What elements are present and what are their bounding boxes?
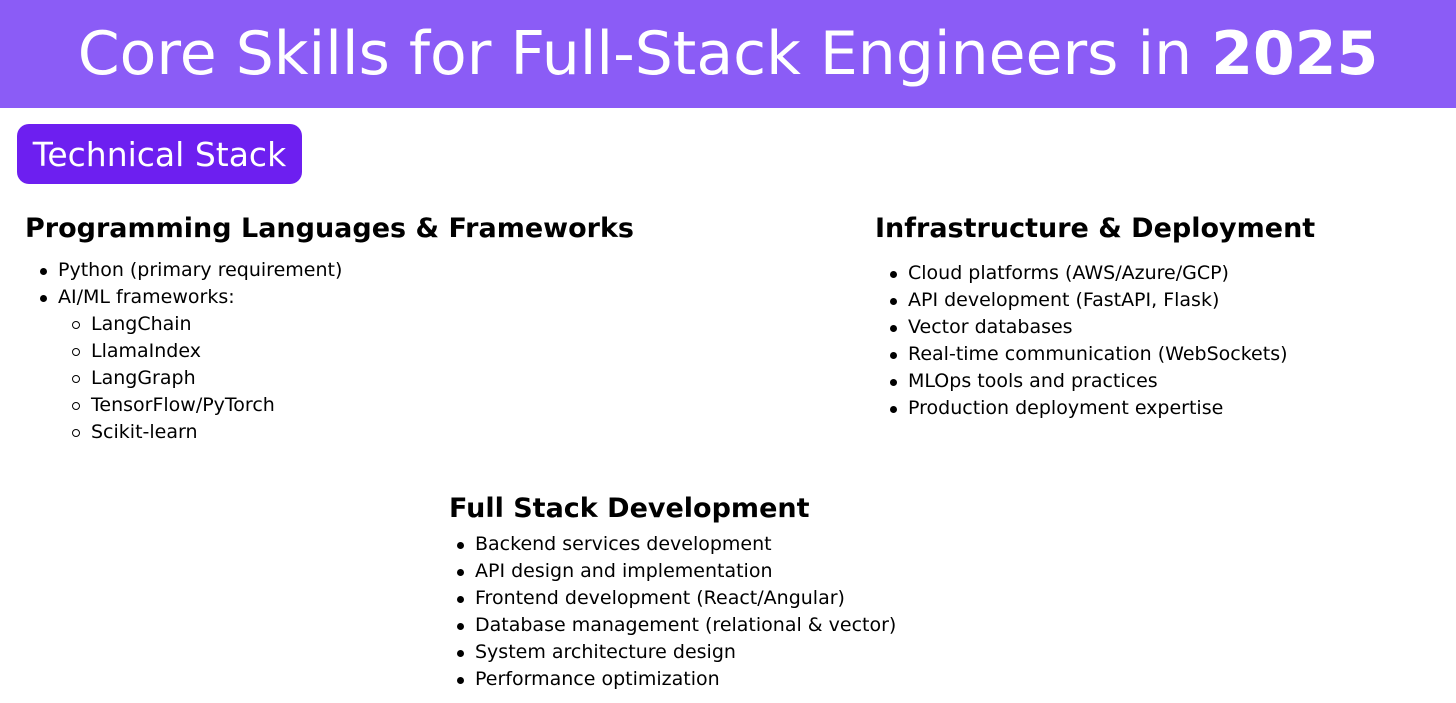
- list-item: Vector databases: [875, 314, 1315, 341]
- page-title: Core Skills for Full-Stack Engineers in …: [78, 24, 1378, 84]
- sublist-item: LangChain: [58, 311, 634, 338]
- list-item: API design and implementation: [449, 558, 896, 585]
- technical-stack-badge: Technical Stack: [17, 124, 302, 184]
- programming-languages-heading: Programming Languages & Frameworks: [25, 213, 634, 244]
- infrastructure-deployment-section: Infrastructure & Deployment Cloud platfo…: [875, 213, 1315, 422]
- infrastructure-deployment-list: Cloud platforms (AWS/Azure/GCP) API deve…: [875, 260, 1315, 422]
- page-title-year: 2025: [1211, 19, 1379, 89]
- technical-stack-badge-label: Technical Stack: [32, 134, 287, 174]
- full-stack-development-heading: Full Stack Development: [449, 493, 810, 524]
- list-item: Performance optimization: [449, 666, 896, 693]
- full-stack-development-list: Backend services development API design …: [449, 531, 896, 693]
- list-item: Real-time communication (WebSockets): [875, 341, 1315, 368]
- sublist-item: Scikit-learn: [58, 419, 634, 446]
- list-item: Backend services development: [449, 531, 896, 558]
- list-item: AI/ML frameworks: LangChain LlamaIndex L…: [25, 284, 634, 446]
- full-stack-development-section: Full Stack Development Backend services …: [449, 493, 896, 693]
- sublist-item: LangGraph: [58, 365, 634, 392]
- list-item-label: AI/ML frameworks:: [58, 286, 235, 309]
- infrastructure-deployment-heading: Infrastructure & Deployment: [875, 213, 1316, 244]
- programming-languages-section: Programming Languages & Frameworks Pytho…: [25, 213, 634, 446]
- list-item: API development (FastAPI, Flask): [875, 287, 1315, 314]
- page-title-main: Core Skills for Full-Stack Engineers in: [77, 19, 1212, 89]
- sublist-item: LlamaIndex: [58, 338, 634, 365]
- title-banner: Core Skills for Full-Stack Engineers in …: [0, 0, 1456, 108]
- list-item: Database management (relational & vector…: [449, 612, 896, 639]
- ai-ml-frameworks-sublist: LangChain LlamaIndex LangGraph TensorFlo…: [58, 311, 634, 446]
- list-item: Frontend development (React/Angular): [449, 585, 896, 612]
- list-item: Python (primary requirement): [25, 257, 634, 284]
- list-item: MLOps tools and practices: [875, 368, 1315, 395]
- sublist-item: TensorFlow/PyTorch: [58, 392, 634, 419]
- list-item: System architecture design: [449, 639, 896, 666]
- list-item: Cloud platforms (AWS/Azure/GCP): [875, 260, 1315, 287]
- list-item: Production deployment expertise: [875, 395, 1315, 422]
- programming-languages-list: Python (primary requirement) AI/ML frame…: [25, 257, 634, 446]
